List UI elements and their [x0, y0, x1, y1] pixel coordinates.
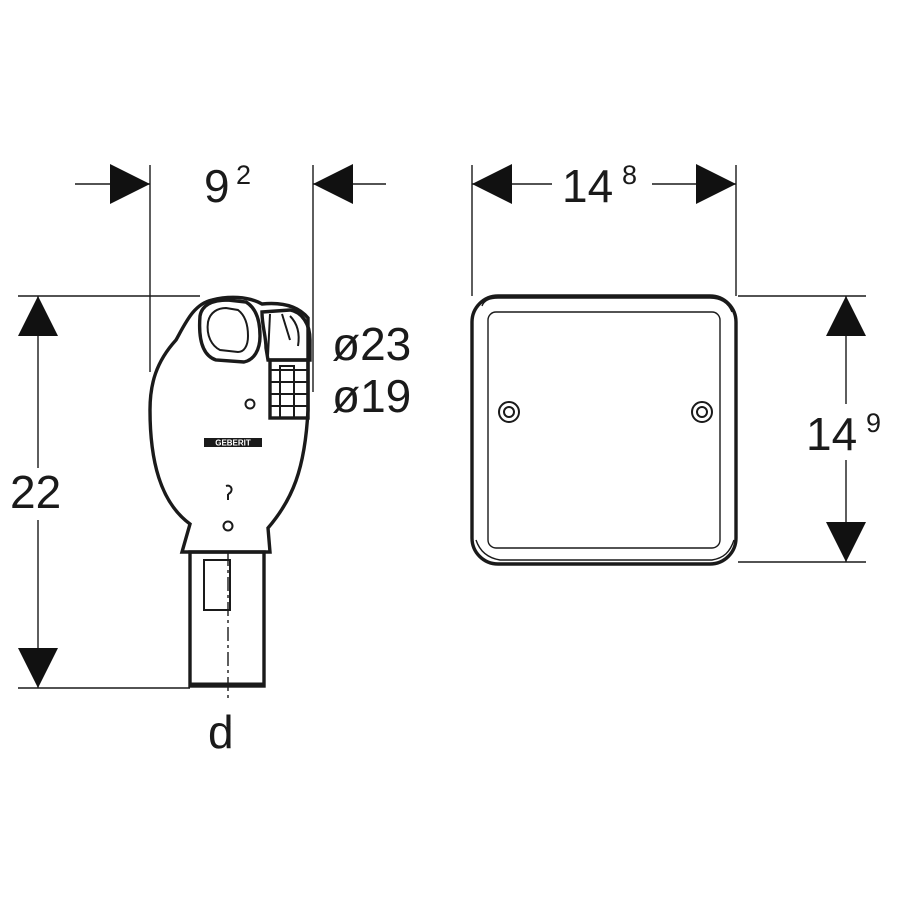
outlet-pipe-inner	[203, 559, 231, 611]
cover-plate-bevel-top	[481, 297, 733, 313]
cover-screw-left	[498, 401, 520, 423]
plate-height-sup: 9	[866, 408, 881, 438]
cover-screw-left-head	[503, 406, 515, 418]
cover-plate-face	[487, 311, 721, 549]
plate-width-value: 14	[562, 160, 613, 212]
siphon-width-arrow-right	[313, 164, 353, 204]
siphon-width-arrow-left	[110, 164, 150, 204]
plate-width-arrow-right	[696, 164, 736, 204]
siphon-height-arrow-top	[18, 296, 58, 336]
inlet-outer-diameter-label: ø23	[332, 318, 411, 370]
siphon-height-arrow-bottom	[18, 648, 58, 688]
siphon-side-view: GEBERIT 9 2 22 d ø23 ø19	[10, 160, 411, 758]
cover-screw-right	[691, 401, 713, 423]
outlet-label: d	[208, 706, 234, 758]
hose-elbow-ring-1	[267, 313, 271, 357]
inlet-inner-diameter-label: ø19	[332, 370, 411, 422]
plate-width-arrow-left	[472, 164, 512, 204]
plate-height-arrow-bottom	[826, 522, 866, 562]
siphon-width-sup: 2	[236, 160, 251, 190]
brand-label: GEBERIT	[215, 439, 251, 448]
hose-elbow-ring-2	[281, 313, 291, 341]
siphon-width-value: 9	[204, 160, 230, 212]
plate-width-sup: 8	[622, 160, 637, 190]
siphon-body	[148, 295, 310, 554]
plate-height-value: 14	[806, 408, 857, 460]
flow-direction-icon	[225, 484, 233, 500]
cover-screw-right-head	[696, 406, 708, 418]
inlet-socket-outer	[197, 298, 262, 364]
inlet-socket-inner	[206, 306, 250, 354]
outlet-pipe	[188, 550, 266, 688]
siphon-height-value: 22	[10, 466, 61, 518]
body-screw-hole-upper	[244, 398, 256, 410]
hose-nozzle	[268, 358, 310, 420]
hose-elbow-face	[289, 315, 300, 347]
hose-nozzle-bore	[279, 365, 295, 419]
cover-plate	[470, 294, 738, 566]
plate-height-arrow-top	[826, 296, 866, 336]
hose-elbow	[260, 308, 312, 362]
body-screw-hole-lower	[222, 520, 234, 532]
cover-plate-bevel-bottom	[475, 539, 735, 561]
cover-plate-front-view: 14 8 14 9	[470, 160, 881, 566]
brand-plate	[204, 438, 262, 447]
